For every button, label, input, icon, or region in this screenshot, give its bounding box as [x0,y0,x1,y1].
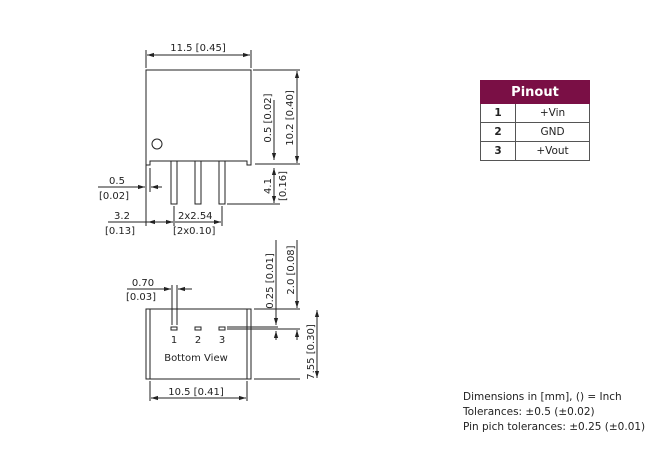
side-pitch-in: [2x0.10] [173,226,215,237]
pin-number: 1 [480,103,516,123]
pinout-row: 2 GND [480,122,590,142]
bottom-depth-label: 7.55 [0.30] [306,324,317,380]
pinout-row: 3 +Vout [480,141,590,161]
pinout-title: Pinout [480,80,590,104]
note-units: Dimensions in [mm], () = Inch [463,391,622,403]
bottom-pin-thickness-in: [0.03] [126,292,156,303]
side-height-label: 10.2 [0.40] [285,90,296,146]
pinout-table: Pinout 1 +Vin 2 GND 3 +Vout [480,80,590,161]
side-view-body [145,69,252,166]
pin-function: +Vout [515,141,590,161]
pin-number: 3 [480,141,516,161]
side-pin-length-mm: 4.1 [263,178,274,194]
bottom-pin-label-1: 1 [171,335,177,346]
dimension-notes: Dimensions in [mm], () = Inch Tolerances… [463,390,645,435]
side-pitch-mm: 2x2.54 [178,211,213,222]
bottom-row-label: 2.0 [0.08] [286,245,297,294]
bottom-view-body [145,308,252,380]
bottom-pin-3 [218,326,226,331]
side-pin-1 [170,160,178,205]
side-pin-width-in: [0.02] [99,191,129,202]
side-pin-length-in: [0.16] [278,171,289,201]
pin-function: GND [515,122,590,142]
bottom-pin-thickness-mm: 0.70 [132,278,154,289]
side-pin1-offset-in: [0.13] [105,226,135,237]
side-width-label: 11.5 [0.45] [170,43,226,54]
pin1-marker [151,138,163,150]
pin-number: 2 [480,122,516,142]
side-pin-width-mm: 0.5 [109,176,125,187]
bottom-pin-1 [170,326,178,331]
pin-function: +Vin [515,103,590,123]
pinout-row: 1 +Vin [480,103,590,123]
bottom-pin-2 [194,326,202,331]
side-standoff-label: 0.5 [0.02] [263,93,274,142]
bottom-pin-offset-label: 0.25 [0.01] [265,253,276,309]
side-pin-2 [194,160,202,205]
bottom-width-label: 10.5 [0.41] [168,387,224,398]
note-pitch-tolerances: Pin pich tolerances: ±0.25 (±0.01) [463,421,646,433]
bottom-pin-label-3: 3 [219,335,225,346]
side-pin1-offset-mm: 3.2 [114,211,130,222]
bottom-pin-label-2: 2 [195,335,201,346]
side-pin-3 [218,160,226,205]
bottom-view-label: Bottom View [164,353,228,364]
note-tolerances: Tolerances: ±0.5 (±0.02) [463,406,595,418]
